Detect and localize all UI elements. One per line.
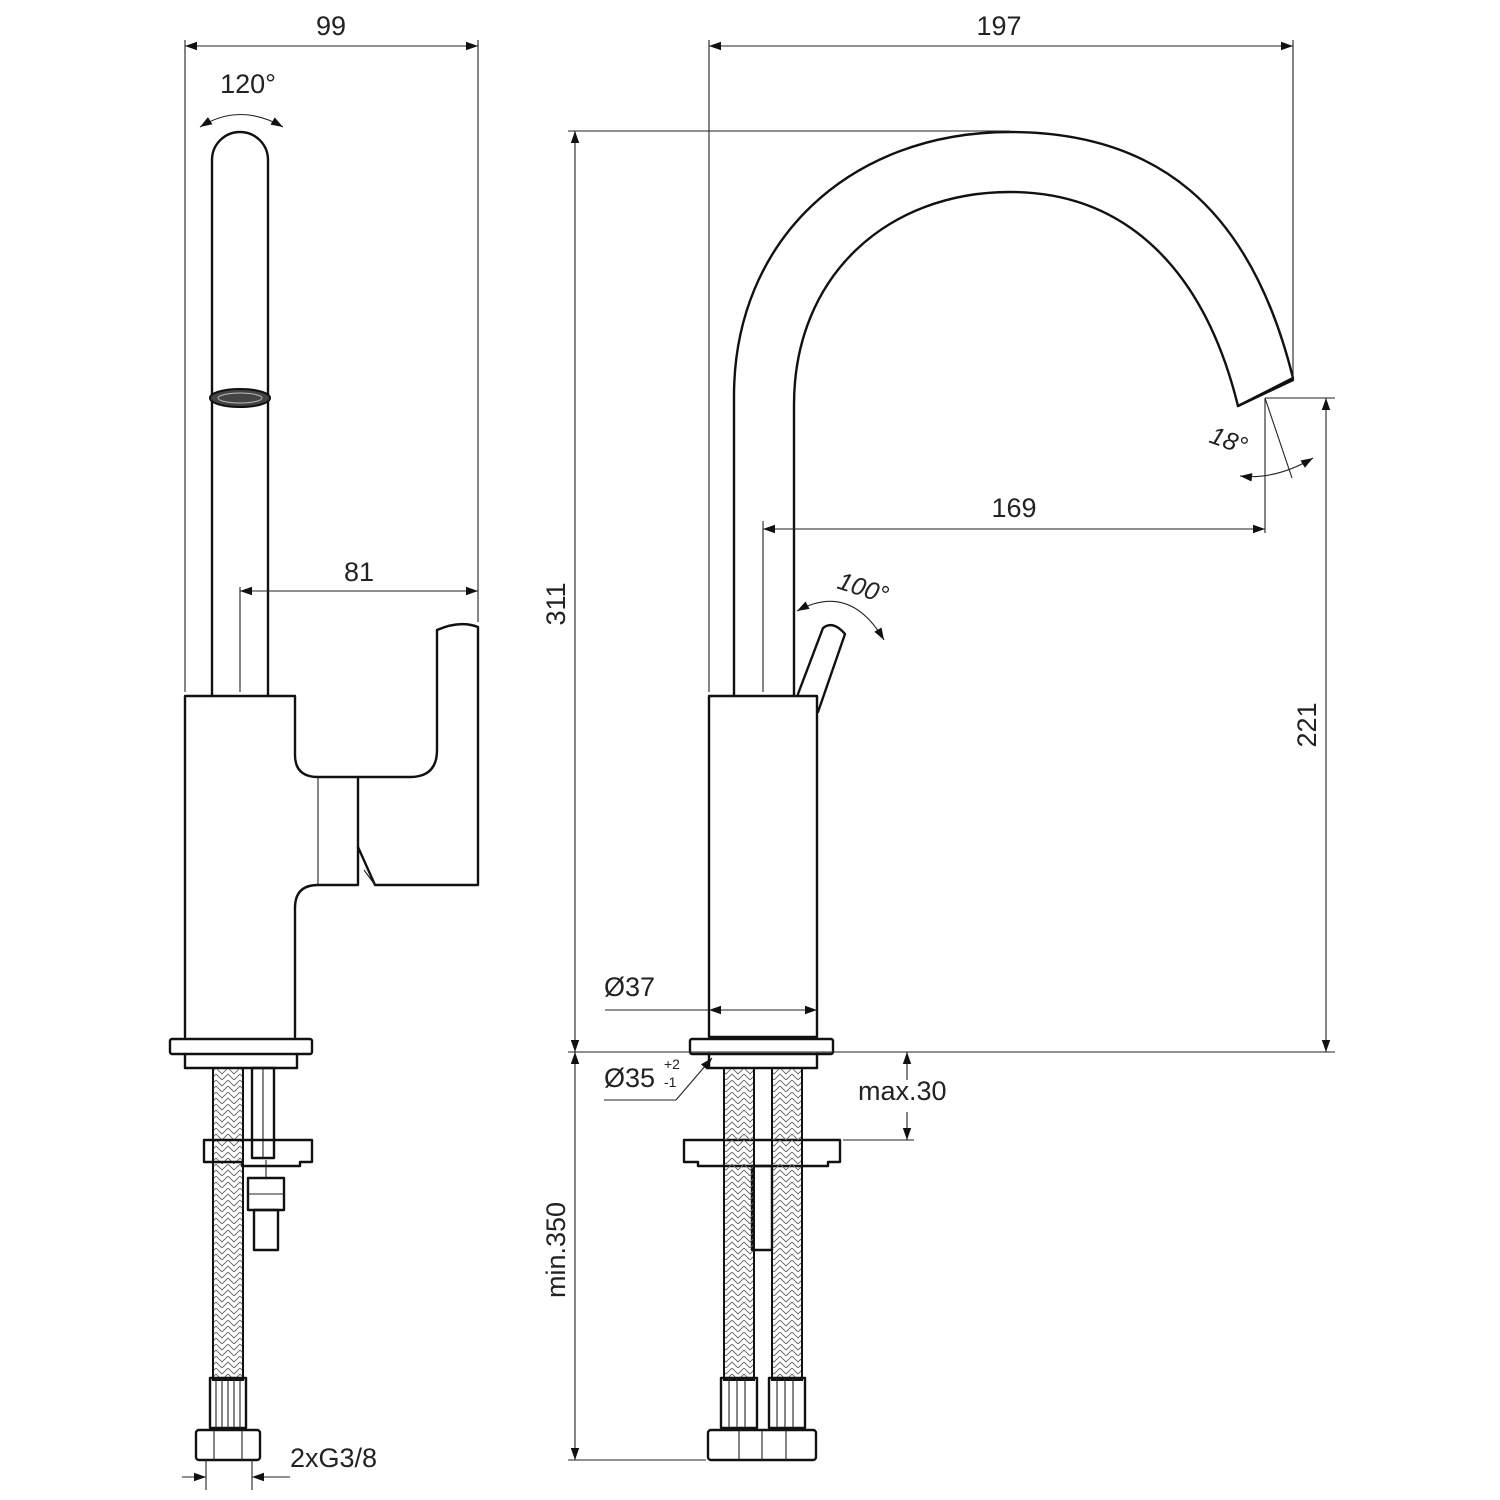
dim-hose-length: min.350 [541,1202,571,1298]
side-spout-tube [210,130,270,698]
dim-connections: 2xG3/8 [290,1443,377,1473]
dim-lever-offset: 81 [344,557,374,587]
dim-base-tol-plus: +2 [664,1056,680,1072]
dim-spout-angle: 18° [1206,421,1251,460]
side-mounting-bracket [202,1138,314,1168]
dim-base-tol-minus: -1 [664,1074,677,1090]
front-fitting-left [719,1376,759,1430]
side-base-ring [168,1037,314,1056]
dim-spout-height: 221 [1292,702,1322,747]
dim-max-thickness: max.30 [858,1076,947,1106]
dim-swivel-angle: 120° [220,69,276,99]
side-connection-nut [194,1428,262,1462]
dim-body-diameter: Ø37 [604,972,655,1002]
front-lever [796,623,847,714]
aerator-icon [209,388,271,408]
front-body [707,694,819,1039]
front-mounting-bracket [682,1138,842,1168]
front-spout [732,130,1295,698]
front-view: 197 311 221 169 18° 100° Ø37 Ø35 +2 - [541,11,1335,1462]
dim-overall-reach: 197 [976,11,1021,41]
dim-base-diameter: Ø35 [604,1063,655,1093]
front-base-ring [688,1037,835,1056]
side-lever [356,622,480,887]
front-fitting-right [767,1376,807,1430]
side-body [183,694,360,1039]
side-hose [212,1067,244,1381]
dim-overall-depth: 99 [316,11,346,41]
dim-spout-reach: 169 [991,493,1036,523]
dim-height: 311 [541,582,571,625]
side-view: 99 120° 81 2xG3/8 [168,11,480,1490]
front-hose-left [723,1067,755,1381]
front-hose-right [771,1067,803,1381]
